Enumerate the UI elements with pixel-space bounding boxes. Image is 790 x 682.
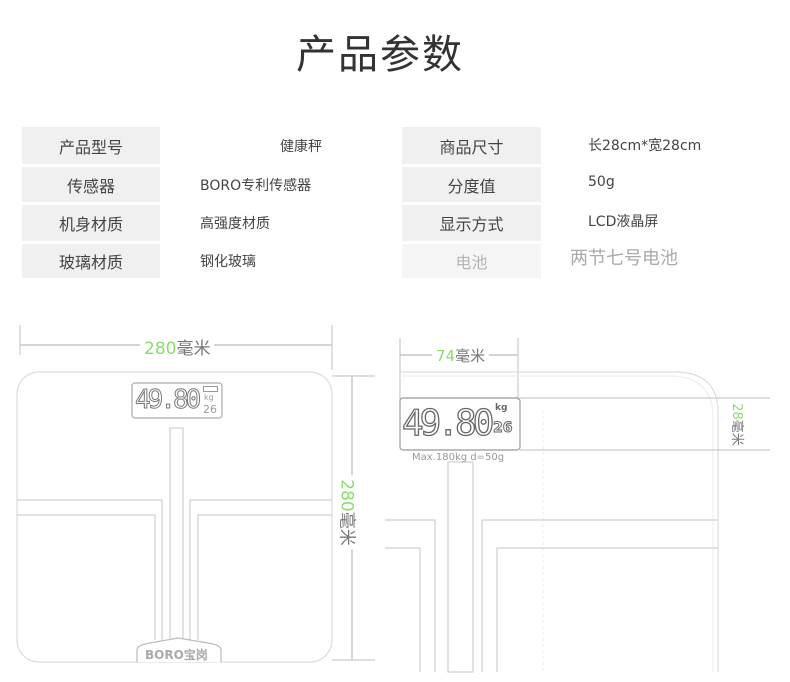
detail-lcd-unit: kg — [495, 403, 508, 413]
front-width-dimension: 280毫米 — [140, 334, 215, 359]
capacity-label: Max.180kg d=50g — [412, 452, 505, 463]
spec-value: 钢化玻璃 — [200, 254, 256, 270]
brand-logo: BORO宝岗 — [145, 648, 208, 662]
width-number: 280 — [144, 339, 177, 359]
spec-value: 两节七号电池 — [570, 248, 678, 269]
height-number: 280 — [336, 479, 357, 512]
display-width-dimension: 74毫米 — [432, 345, 490, 366]
front-lcd-unit: kg — [204, 393, 214, 402]
spec-value: BORO专利传感器 — [200, 177, 312, 194]
page-title: 产品参数 — [296, 32, 464, 78]
front-height-dimension: 280毫米 — [336, 475, 362, 550]
spec-value: 长28cm*宽28cm — [588, 137, 702, 154]
spec-value: 高强度材质 — [200, 216, 270, 232]
battery-icon — [203, 386, 218, 392]
spec-label: 机身材质 — [22, 205, 160, 241]
detail-view-outline — [385, 338, 770, 673]
display-height-number: 28 — [728, 403, 744, 420]
width-unit: 毫米 — [176, 339, 211, 359]
spec-label: 电池 — [402, 244, 541, 278]
spec-label: 产品型号 — [22, 127, 160, 164]
spec-label: 商品尺寸 — [402, 127, 541, 164]
detail-lcd-weight: 49.80 — [401, 403, 495, 444]
spec-value: 50g — [588, 174, 615, 190]
spec-label: 玻璃材质 — [22, 244, 160, 278]
detail-lcd-temp: 26 — [492, 420, 513, 437]
spec-label: 显示方式 — [402, 205, 541, 241]
height-unit: 毫米 — [336, 511, 357, 546]
spec-label: 传感器 — [22, 167, 160, 202]
spec-value: LCD液晶屏 — [588, 214, 659, 230]
display-height-dimension: 28毫米 — [729, 399, 748, 450]
display-height-unit: 毫米 — [728, 419, 744, 446]
spec-value: 健康秤 — [280, 138, 322, 155]
front-view-outline — [16, 325, 375, 663]
front-lcd-temp: 26 — [203, 403, 217, 416]
spec-label: 分度值 — [402, 167, 541, 202]
display-width-number: 74 — [436, 347, 456, 365]
front-lcd-weight: 49.80 — [134, 385, 201, 415]
display-width-unit: 毫米 — [455, 347, 486, 365]
